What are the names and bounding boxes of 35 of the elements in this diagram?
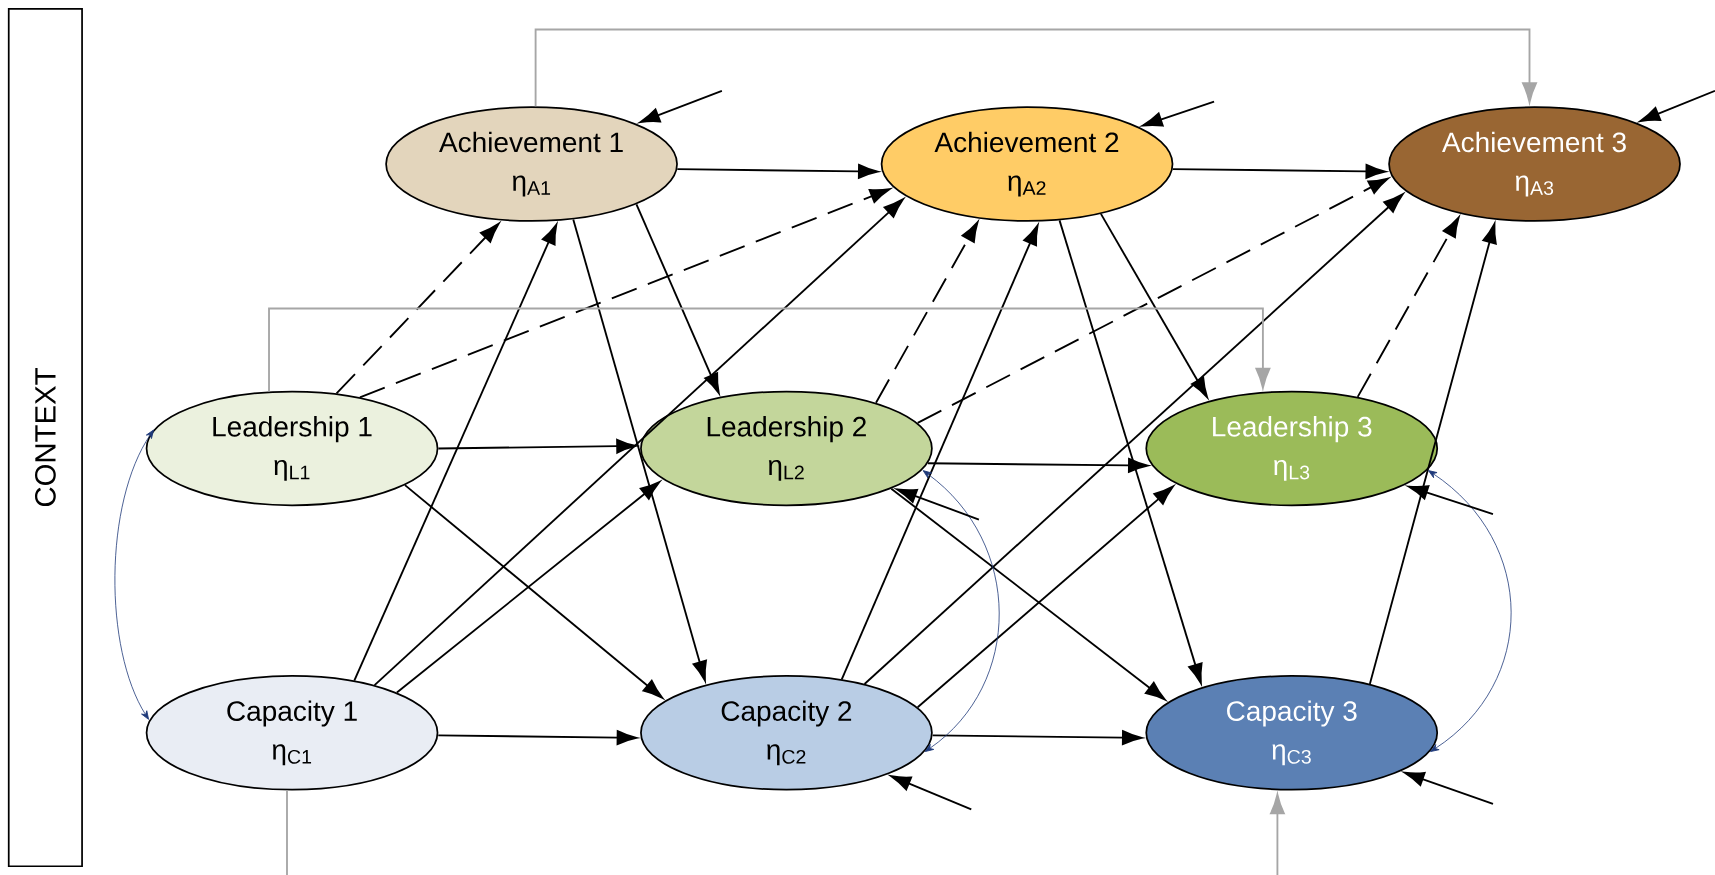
arrow xyxy=(931,730,1143,746)
arrow xyxy=(863,193,1404,685)
arrow xyxy=(353,223,558,682)
arrow xyxy=(916,485,1174,709)
arrow xyxy=(437,730,638,746)
double-headed-arrow xyxy=(922,470,1000,752)
path-arrow xyxy=(268,307,1271,393)
residual-arrow xyxy=(1403,771,1494,805)
residual-arrow xyxy=(639,89,723,124)
arrow xyxy=(1100,212,1208,398)
arrow xyxy=(635,203,720,394)
arrow xyxy=(890,487,1166,701)
residual-arrow xyxy=(1407,485,1494,515)
dashed-arrow xyxy=(1356,216,1460,398)
residual-arrow xyxy=(1141,100,1215,127)
residual-arrow xyxy=(890,775,973,811)
dashed-arrow xyxy=(335,222,500,395)
arrow xyxy=(1058,219,1203,684)
arrow xyxy=(1171,164,1387,179)
arrow xyxy=(676,164,879,179)
dashed-arrow xyxy=(875,221,979,404)
arrow xyxy=(373,198,904,687)
dashed-arrow xyxy=(916,177,1389,424)
double-headed-arrow xyxy=(1428,470,1512,752)
arrow xyxy=(1368,222,1497,685)
double-headed-arrow xyxy=(114,429,154,720)
arrow xyxy=(840,224,1039,681)
arrow xyxy=(437,438,637,454)
path-arrow xyxy=(534,28,1537,108)
path-arrow xyxy=(286,789,1285,875)
arrow xyxy=(572,218,707,682)
context-box: CONTEXT xyxy=(7,7,83,868)
residual-arrow xyxy=(1639,89,1715,122)
dashed-arrow xyxy=(358,188,891,399)
residual-arrow xyxy=(896,488,980,521)
